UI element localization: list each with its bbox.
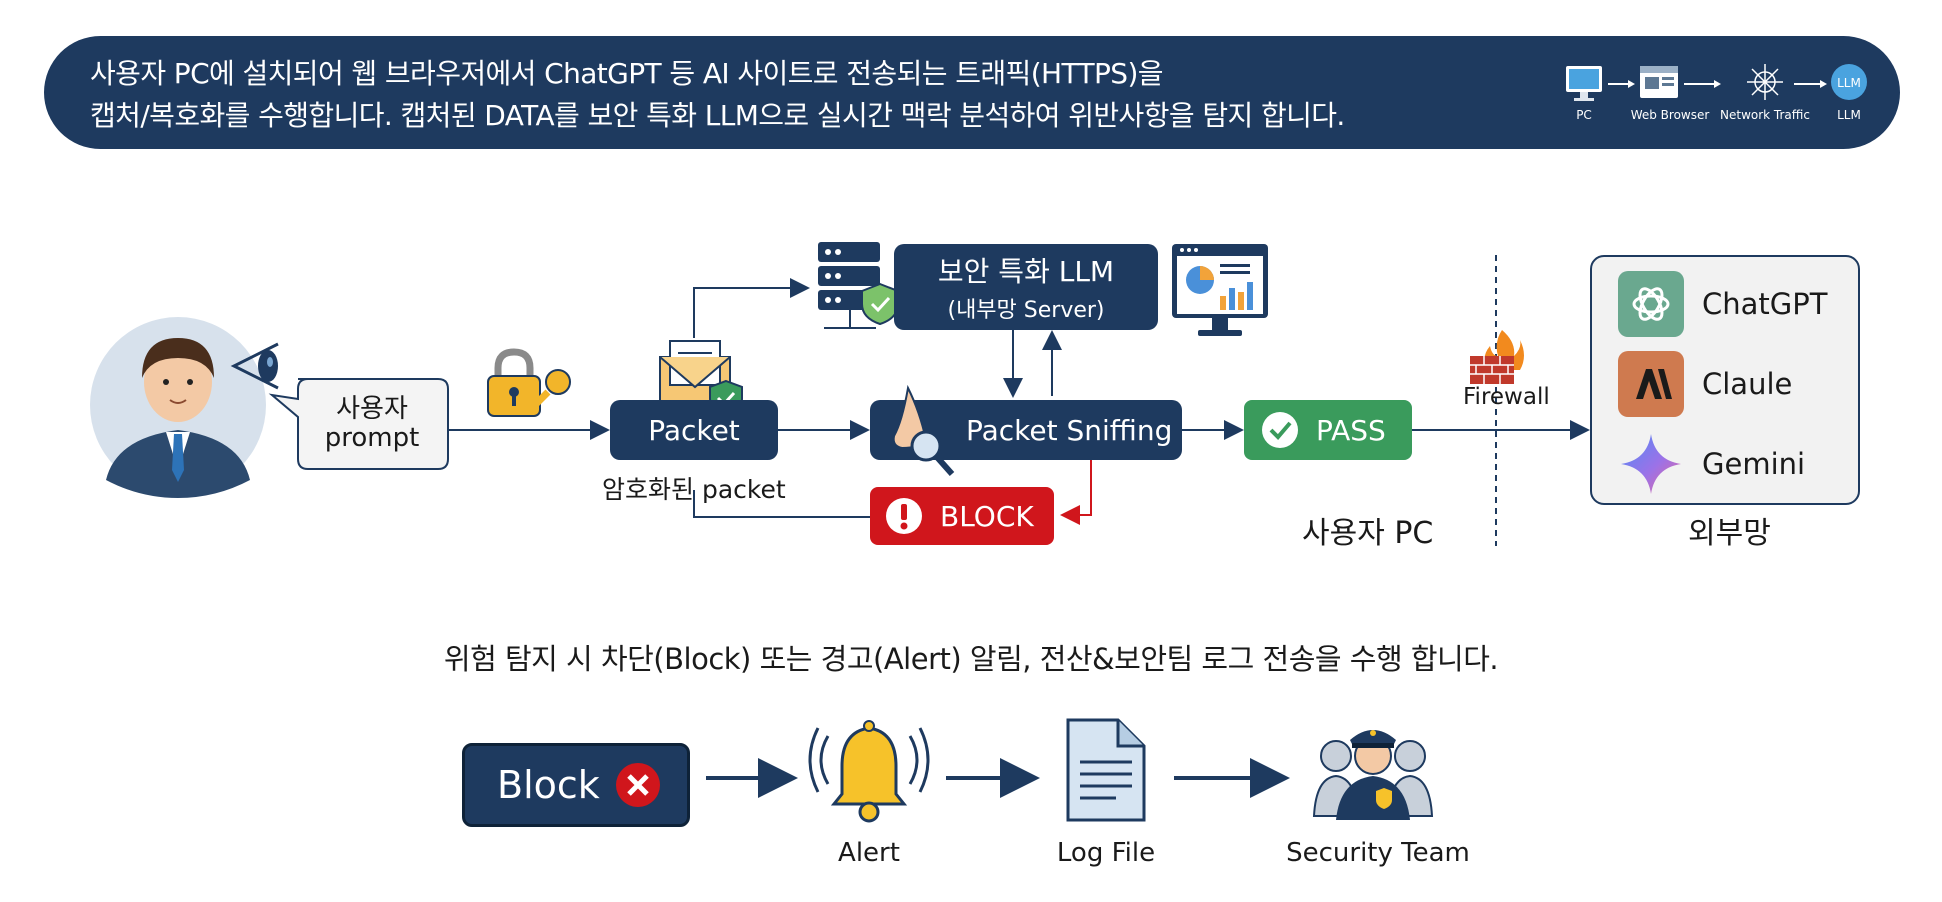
llm-server-title: 보안 특화 LLM (937, 255, 1115, 288)
svg-text:LLM: LLM (1837, 76, 1861, 90)
external-service-name: Gemini (1702, 447, 1806, 481)
mini-flow-diagram: LLM (1566, 64, 1867, 101)
dashboard-monitor-icon (1172, 244, 1268, 336)
chatgpt-logo-icon (1618, 271, 1684, 337)
packet-node: Packet (610, 400, 778, 460)
check-icon (1262, 412, 1298, 448)
mini-flow-label-pc: PC (1576, 108, 1592, 122)
user-avatar (90, 317, 266, 498)
llm-icon: LLM (1831, 64, 1867, 100)
monitor-icon (1566, 66, 1602, 101)
anthropic-logo-icon (1618, 351, 1684, 417)
block-action-label: Block (497, 763, 600, 807)
response-flow-arrows (706, 758, 1290, 798)
warning-icon (886, 498, 922, 534)
user-prompt-label-line-1: 사용자 (336, 394, 408, 424)
banner-text-line-1: 사용자 PC에 설치되어 웹 브라우저에서 ChatGPT 등 AI 사이트로 … (90, 57, 1164, 90)
mini-flow-label-browser: Web Browser (1630, 108, 1710, 122)
user-prompt-bubble (268, 378, 449, 470)
pass-label: PASS (1316, 413, 1386, 447)
mini-flow-label-llm: LLM (1837, 108, 1861, 122)
firewall-icon (1470, 330, 1524, 384)
browser-icon (1640, 66, 1678, 98)
eye-icon (230, 342, 279, 390)
llm-server-subtitle: (내부망 Server) (947, 298, 1105, 323)
alert-label: Alert (838, 838, 900, 868)
security-team-label: Security Team (1286, 838, 1470, 868)
server-shield-icon (818, 242, 899, 329)
block-node: BLOCK (870, 487, 1054, 545)
block-action-node: Block (462, 743, 690, 827)
external-service-gemini: Gemini (1618, 431, 1805, 497)
external-service-chatgpt: ChatGPT (1618, 271, 1827, 337)
nose-magnifier-icon (892, 384, 955, 476)
user-prompt-label-line-2: prompt (324, 423, 420, 453)
external-service-claude: Claule (1618, 351, 1792, 417)
description-banner (44, 36, 1900, 149)
external-services-panel: ChatGPT Claule Gemini (1590, 255, 1860, 505)
gemini-logo-icon (1618, 431, 1684, 497)
envelope-shield-icon (659, 340, 743, 417)
banner-text-line-2: 캡처/복호화를 수행합니다. 캡처된 DATA를 보안 특화 LLM으로 실시간… (90, 99, 1345, 132)
pass-node: PASS (1244, 400, 1412, 460)
bell-icon (808, 720, 930, 823)
block-label: BLOCK (940, 499, 1034, 533)
network-icon (1747, 64, 1783, 100)
user-pc-label: 사용자 PC (1302, 516, 1434, 551)
security-llm-server-node: 보안 특화 LLM (내부망 Server) (894, 244, 1158, 330)
external-network-label: 외부망 (1688, 516, 1771, 551)
encrypted-packet-label: 암호화된 packet (602, 475, 786, 504)
external-service-name: Claule (1702, 367, 1793, 401)
document-icon (1066, 718, 1146, 822)
response-heading: 위험 탐지 시 차단(Block) 또는 경고(Alert) 알림, 전산&보안… (443, 642, 1499, 676)
close-icon (615, 763, 660, 807)
log-file-label: Log File (1056, 838, 1156, 868)
mini-flow-label-network: Network Traffic (1720, 108, 1810, 122)
lock-key-icon (487, 348, 571, 417)
external-service-name: ChatGPT (1702, 287, 1828, 321)
firewall-label: Firewall (1463, 384, 1550, 410)
security-team-icon (1312, 730, 1434, 820)
